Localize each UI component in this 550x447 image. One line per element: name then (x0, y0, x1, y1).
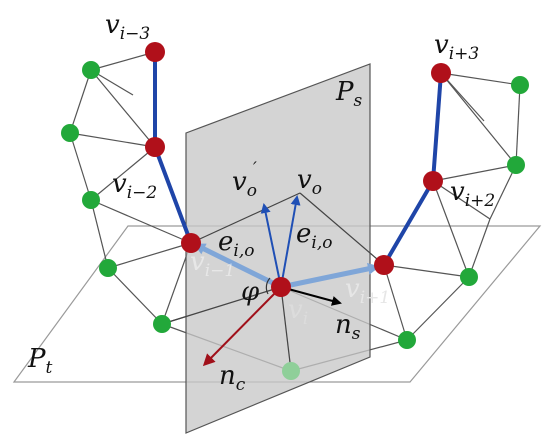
label-v-i-minus-2: vi−2 (112, 169, 157, 203)
green-vertices (61, 61, 529, 380)
vertex-v-i-plus-1 (374, 255, 394, 275)
label-ns: ns (335, 310, 361, 344)
vertex-v-i-minus-3 (145, 42, 165, 62)
mesh-edges-right (280, 72, 521, 372)
label-e-io-left: ei,o (218, 227, 254, 261)
label-v-i-plus-3: vi+3 (434, 30, 479, 64)
label-vo-prime: vo′ (232, 159, 257, 201)
e-io-right-arrow (280, 262, 380, 290)
label-nc: nc (219, 361, 246, 395)
label-v-i-minus-3: vi−3 (105, 10, 150, 44)
label-vo: vo (297, 165, 322, 199)
label-v-i-plus-2: vi+2 (450, 177, 495, 211)
label-phi: φ (241, 277, 260, 307)
vertex-v-i (271, 277, 291, 297)
vo-arrow (280, 195, 301, 288)
label-e-io-right: ei,o (296, 219, 332, 253)
label-v-i-plus-1: vi+1 (345, 274, 390, 308)
vertex-v-i-plus-3 (431, 63, 451, 83)
feature-polylines (153, 50, 443, 267)
vertex-v-i-minus-2 (145, 137, 165, 157)
plane-s (185, 63, 371, 434)
label-v-i-minus-1: vi−1 (190, 247, 235, 281)
vertex-v-i-minus-1 (181, 233, 201, 253)
red-vertices (145, 42, 451, 297)
label-plane-s: Ps (335, 77, 363, 111)
label-v-i: vi (288, 295, 308, 329)
nc-arrow (202, 286, 282, 367)
phi-arc (265, 277, 271, 295)
label-plane-t: Pt (27, 344, 53, 378)
vertex-v-i-plus-2 (423, 171, 443, 191)
vo-prime-arrow (260, 203, 282, 288)
e-io-left-arrow (193, 242, 283, 290)
ns-arrow (280, 286, 342, 306)
